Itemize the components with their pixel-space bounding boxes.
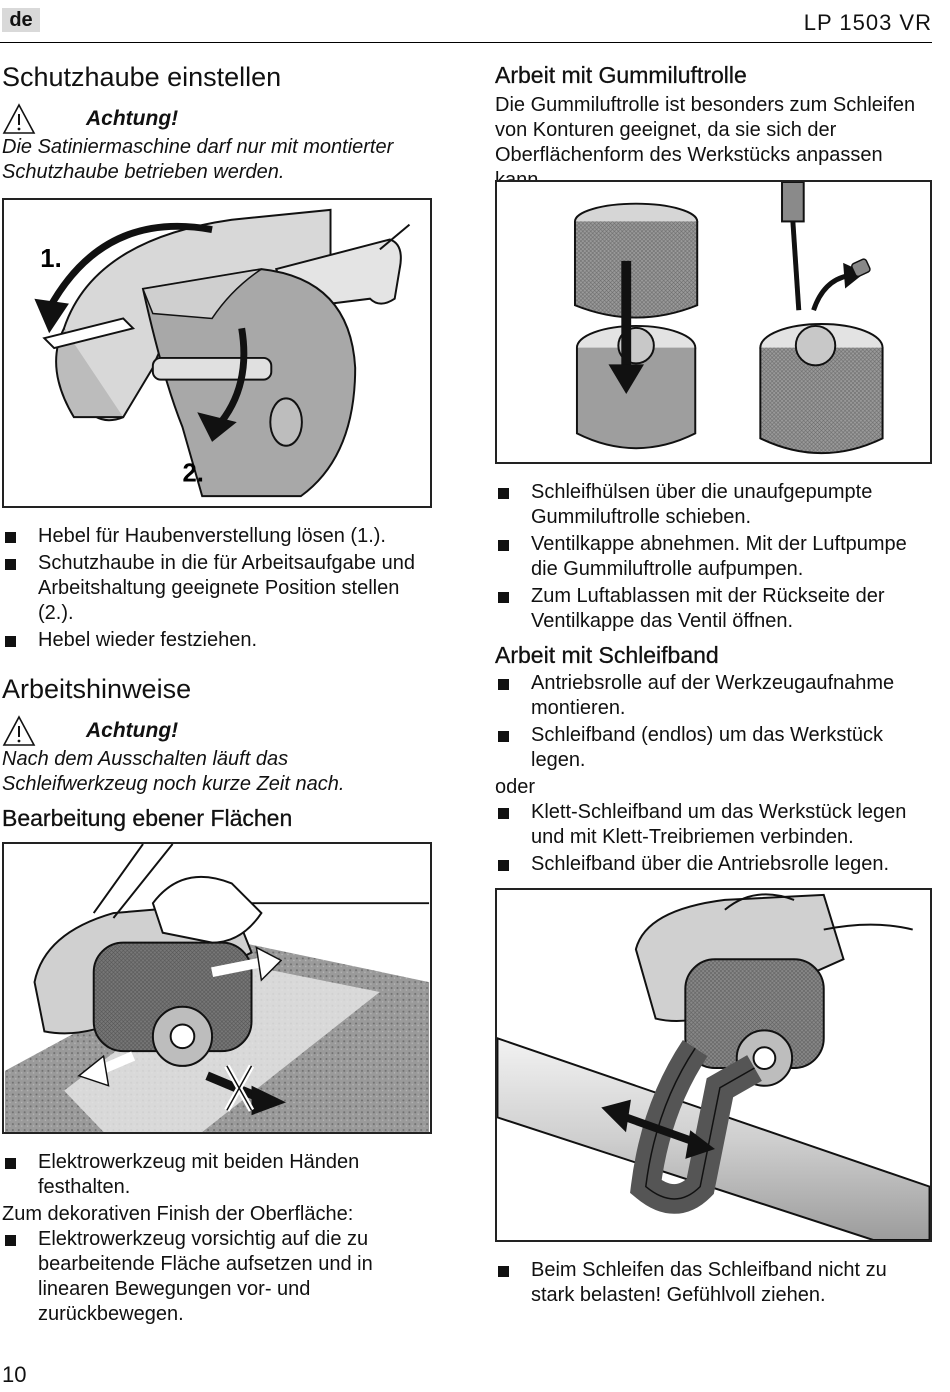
warning-block: Achtung! [2,715,434,747]
subsection-title: Bearbeitung ebener Flächen [2,805,293,831]
figure-guard-adjustment: 1. 2. [2,198,432,508]
figure-label-2: 2. [182,459,203,487]
warning-text: Die Satiniermaschine darf nur mit montie… [2,136,394,183]
warning-title: Achtung! [86,719,179,742]
guard-steps: Hebel für Haubenverstellung lösen (1.). … [2,524,434,655]
paragraph: Zum dekorativen Finish der Oberfläche: [2,1203,354,1225]
warning-block: Achtung! [2,103,434,135]
list-item: Hebel wieder festziehen. [2,628,434,653]
flat-surface-illustration [4,844,430,1132]
list-item: Schutzhaube in die für Arbeitsaufgabe un… [2,551,434,626]
section-gummiluftrolle: Arbeit mit Gummiluftrolle Die Gummiluftr… [495,62,933,193]
list-item: Hebel für Haubenverstellung lösen (1.). [2,524,434,549]
warning-triangle-icon [2,715,36,746]
section-arbeitshinweise: Arbeitshinweise Achtung! Nach dem Aussch… [2,674,434,832]
list-item: Zum Luftablassen mit der Rückseite der V… [495,584,933,634]
list-item: Elektrowerkzeug mit beiden Händen festha… [2,1150,434,1200]
figure-label-1: 1. [40,245,61,273]
belt-tube-illustration [497,893,930,1240]
figure-flat-surface [2,842,432,1134]
model-name: LP 1503 VR [803,10,932,35]
warning-title: Achtung! [86,107,179,130]
list-item: Elektrowerkzeug vorsichtig auf die zu be… [2,1227,434,1327]
paragraph: Die Gummiluftrolle ist besonders zum Sch… [495,94,916,191]
language-tag: de [2,8,40,32]
guard-adjustment-illustration: 1. 2. [34,208,411,498]
header-rule [0,42,932,43]
section-title: Schutzhaube einstellen [2,62,282,92]
list-item: Beim Schleifen das Schleifband nicht zu … [495,1258,933,1308]
subsection-title: Arbeit mit Schleifband [495,642,719,668]
list-item: Schleifhülsen über die unaufgepumpte Gum… [495,480,933,530]
warning-text: Nach dem Ausschalten läuft das Schleifwe… [2,748,345,795]
flat-surface-instructions: Elektrowerkzeug mit beiden Händen festha… [2,1150,434,1329]
list-item: Klett-Schleifband um das Werkstück legen… [495,800,933,850]
page-number: 10 [2,1362,27,1387]
section-title: Arbeitshinweise [2,674,192,704]
figure-belt-tube [495,888,932,1242]
subsection-title: Arbeit mit Gummiluftrolle [495,62,747,88]
list-item: Schleifband über die Antriebsrolle legen… [495,852,933,877]
belt-final-step: Beim Schleifen das Schleifband nicht zu … [495,1258,933,1310]
figure-air-roll [495,180,932,464]
list-item: Schleifband (endlos) um das Werkstück le… [495,723,933,773]
warning-triangle-icon [2,103,36,134]
list-item: Antriebsrolle auf der Werkzeugaufnahme m… [495,671,933,721]
list-item: Ventilkappe abnehmen. Mit der Luftpumpe … [495,532,933,582]
air-roll-illustration [573,182,884,455]
air-roll-steps: Schleifhülsen über die unaufgepumpte Gum… [495,480,933,879]
paragraph-or: oder [495,776,536,798]
section-schutzhaube: Schutzhaube einstellen Achtung! Die Sati… [2,62,434,185]
